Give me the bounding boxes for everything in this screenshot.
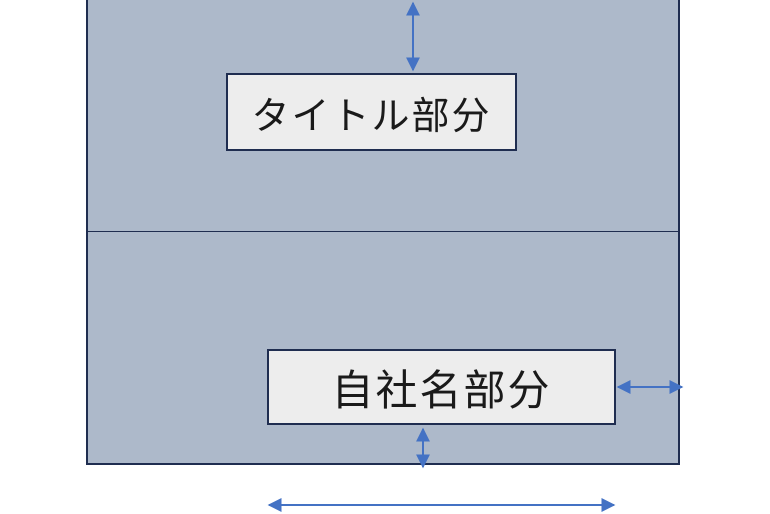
title-area-box: タイトル部分 bbox=[226, 73, 517, 151]
section-divider bbox=[86, 231, 680, 232]
company-name-area-box: 自社名部分 bbox=[267, 349, 616, 425]
title-area-label: タイトル部分 bbox=[251, 93, 492, 138]
company-name-area-label: 自社名部分 bbox=[331, 365, 552, 415]
